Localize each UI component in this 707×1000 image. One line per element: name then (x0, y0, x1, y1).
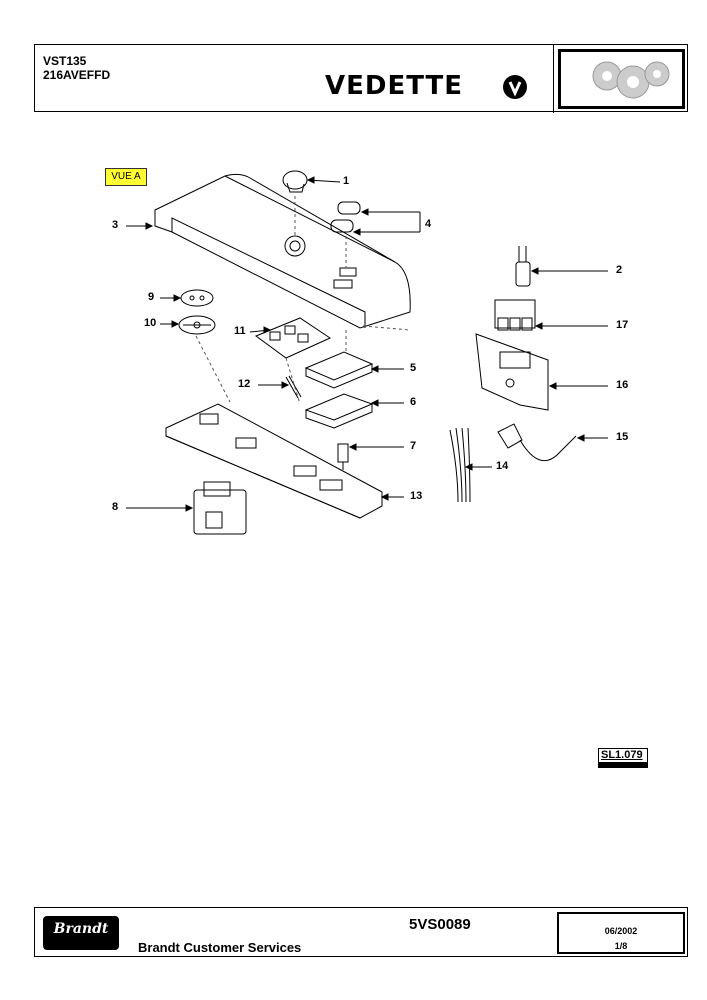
date-page-box: 06/2002 1/8 (557, 912, 685, 954)
brandt-logo: Brandt (43, 916, 119, 950)
callout-15: 15 (616, 431, 629, 443)
part-1-knob (282, 170, 308, 193)
part-6-switch (304, 393, 374, 429)
part-8-motor (193, 481, 247, 535)
part-17-terminal-block (494, 299, 536, 331)
callout-12: 12 (238, 378, 251, 390)
callout-5: 5 (410, 362, 417, 374)
callout-8: 8 (112, 501, 119, 513)
callout-2: 2 (616, 264, 623, 276)
callout-1: 1 (343, 175, 350, 187)
model-info: VST135 216AVEFFD (43, 54, 110, 82)
callout-13: 13 (410, 490, 423, 502)
callout-3: 3 (112, 219, 119, 231)
part-11-switch-board (254, 317, 332, 359)
sl-code: SL1.079 (601, 749, 643, 761)
part-2-component (515, 246, 531, 287)
callout-9: 9 (148, 291, 155, 303)
document-reference: 5VS0089 (409, 916, 471, 933)
part-16-bracket (475, 333, 549, 411)
brandt-logo-text: Brandt (53, 921, 109, 937)
header: VST135 216AVEFFD VEDETTE (34, 44, 689, 113)
callout-16: 16 (616, 379, 629, 391)
callout-4: 4 (425, 218, 432, 230)
footer: Brandt Brandt Customer Services 5VS0089 … (34, 907, 688, 957)
gears-icon (592, 61, 670, 99)
callout-17: 17 (616, 319, 629, 331)
page-number: 1/8 (614, 941, 628, 951)
part-15-power-cord (497, 423, 577, 462)
sl-code-stamp: SL1.079 (598, 748, 648, 768)
vedette-logo-icon (503, 75, 527, 99)
gear-image-panel (553, 45, 689, 113)
part-12-lamp (285, 375, 302, 399)
callout-11: 11 (234, 325, 246, 337)
document-date: 06/2002 (604, 926, 638, 936)
part-10-disk (178, 315, 216, 335)
part-7-sensor (337, 443, 349, 470)
part-14-wire-bundle (449, 427, 471, 503)
callout-14: 14 (496, 460, 509, 472)
callout-7: 7 (410, 440, 417, 452)
model-reference: 216AVEFFD (43, 68, 111, 82)
callout-10: 10 (144, 317, 157, 329)
sl-code-bar (599, 762, 647, 767)
part-4-buttons (330, 201, 361, 233)
part-3-control-panel-cover (154, 173, 411, 329)
part-9-disk (180, 289, 214, 307)
brand-name: VEDETTE (325, 71, 464, 101)
view-label: VUE A (105, 168, 147, 186)
part-5-switch (304, 351, 374, 389)
callout-6: 6 (410, 396, 417, 408)
customer-services-label: Brandt Customer Services (138, 940, 302, 955)
part-13-circuit-board (165, 403, 383, 519)
model-code: VST135 (43, 54, 87, 68)
